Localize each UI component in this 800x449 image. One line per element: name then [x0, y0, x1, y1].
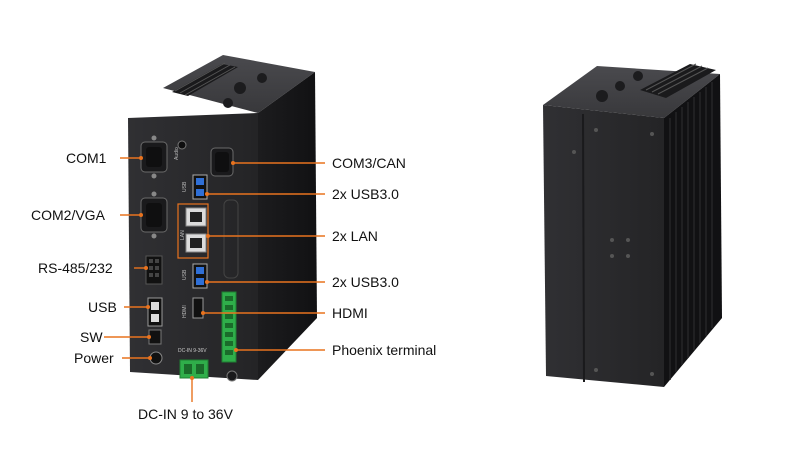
label-rs485: RS-485/232: [38, 260, 113, 276]
device-front-view: Audio USB LAN USB: [128, 55, 317, 382]
label-com1: COM1: [66, 150, 107, 166]
expansion-connector: [223, 199, 239, 279]
label-dc-in: DC-IN 9 to 36V: [138, 406, 233, 422]
top-heatsink-fins: [172, 62, 267, 108]
rear-device-front-face: [543, 105, 664, 387]
usb2-ports: [147, 297, 163, 327]
rear-top-heatsink: [596, 63, 716, 102]
hdmi-port: [192, 297, 204, 319]
label-usb: USB: [88, 299, 117, 315]
rear-device-fin-side: [664, 74, 722, 387]
rear-cooling-fins: [669, 82, 713, 380]
audio-marking: Audio: [174, 147, 180, 160]
device-rear-view: [543, 63, 722, 387]
usb-marking-top: USB: [182, 181, 188, 192]
dcin-marking: DC-IN 9-36V: [178, 348, 207, 354]
label-usb3-top: 2x USB3.0: [332, 186, 399, 202]
usb3-bottom-ports: [192, 263, 208, 289]
rear-panel-seam: [582, 113, 585, 383]
phoenix-terminal: [221, 291, 237, 363]
device-side-panel: [258, 72, 317, 380]
lan-marking: LAN: [180, 230, 186, 240]
ground-screw: [226, 370, 238, 382]
dc-in-connector: [179, 359, 209, 379]
com1-port: [140, 135, 168, 179]
label-usb3-bottom: 2x USB3.0: [332, 274, 399, 290]
label-com2-vga: COM2/VGA: [31, 207, 105, 223]
rs485-terminal: [145, 255, 163, 285]
usb-marking-bottom: USB: [182, 269, 188, 280]
hdmi-marking: HDMI: [182, 305, 188, 318]
label-hdmi: HDMI: [332, 305, 368, 321]
label-power: Power: [74, 350, 114, 366]
lan-ports: [185, 207, 207, 253]
label-phoenix-terminal: Phoenix terminal: [332, 342, 437, 358]
com3-can-port: [210, 147, 234, 177]
label-com3-can: COM3/CAN: [332, 155, 406, 171]
label-lan: 2x LAN: [332, 228, 378, 244]
rear-screw-holes: [572, 128, 654, 376]
callout-lines: [104, 156, 325, 402]
audio-jack: [177, 140, 187, 150]
com2-vga-port: [140, 191, 168, 239]
lan-highlight-box: [177, 203, 209, 259]
label-sw: SW: [80, 329, 103, 345]
usb3-top-ports: [192, 174, 208, 200]
